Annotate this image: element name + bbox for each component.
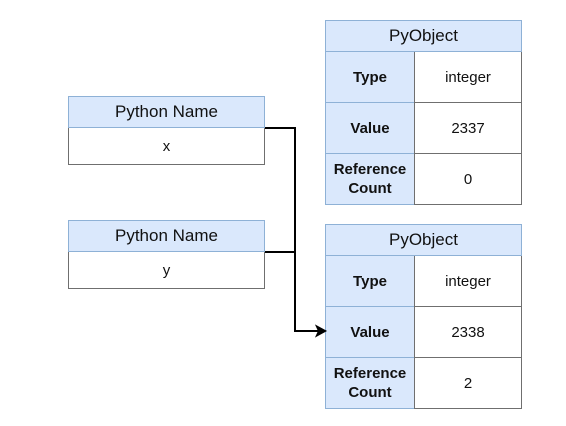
pyobject-row-type: Type integer [325,256,522,307]
value-value: 2338 [414,307,522,358]
python-name-header: Python Name [68,96,265,128]
connector-x-to-pyobject [265,127,318,332]
python-name-value: x [68,128,265,165]
python-name-header: Python Name [68,220,265,252]
value-label: Value [325,307,414,358]
reference-count-label: Reference Count [325,154,414,205]
python-name-y: Python Name y [68,220,265,289]
reference-count-label: Reference Count [325,358,414,409]
type-value: integer [414,256,522,307]
reference-count-value: 0 [414,154,522,205]
pyobject-row-value: Value 2338 [325,307,522,358]
type-label: Type [325,256,414,307]
pyobject-2338: PyObject Type integer Value 2338 Referen… [325,224,522,409]
pyobject-header: PyObject [325,20,522,52]
value-label: Value [325,103,414,154]
type-label: Type [325,52,414,103]
pyobject-header: PyObject [325,224,522,256]
python-name-x: Python Name x [68,96,265,165]
reference-count-value: 2 [414,358,522,409]
value-value: 2337 [414,103,522,154]
python-name-value: y [68,252,265,289]
pyobject-2337: PyObject Type integer Value 2337 Referen… [325,20,522,205]
pyobject-row-value: Value 2337 [325,103,522,154]
pyobject-row-refcount: Reference Count 0 [325,154,522,205]
pyobject-row-refcount: Reference Count 2 [325,358,522,409]
type-value: integer [414,52,522,103]
pyobject-row-type: Type integer [325,52,522,103]
